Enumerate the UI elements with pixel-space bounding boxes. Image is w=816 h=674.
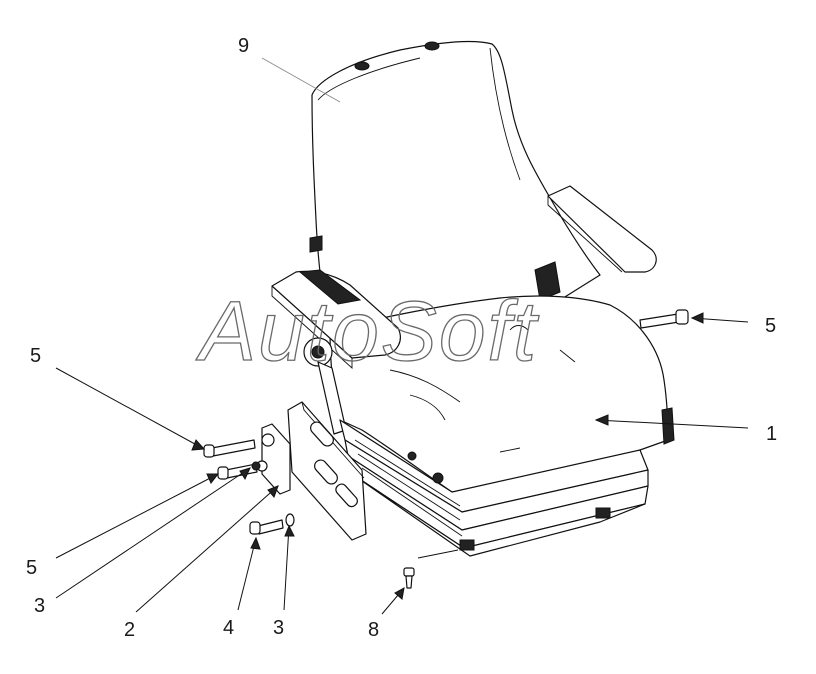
callout-9: 9 (238, 35, 249, 57)
callout-3-right: 3 (273, 617, 284, 639)
callout-1: 1 (766, 423, 777, 445)
callout-5-right: 5 (765, 315, 776, 337)
mounting-plate (256, 401, 367, 541)
bolt-5-right (639, 309, 689, 329)
callout-8: 8 (368, 619, 379, 641)
fasteners (203, 309, 689, 589)
left-armrest (271, 269, 401, 435)
leader-lines (55, 57, 749, 615)
screw-8 (403, 567, 415, 589)
callout-labels: 9 5 1 5 5 3 2 4 3 8 (26, 35, 777, 641)
callout-2: 2 (124, 619, 135, 641)
right-armrest (534, 185, 657, 301)
seat-cushion (329, 295, 675, 493)
watermark: AutoSoft (195, 284, 540, 378)
callout-5-lower-left: 5 (26, 557, 37, 579)
washer-3 (285, 513, 295, 527)
bolt-5-upper-left (203, 439, 256, 458)
callout-4: 4 (223, 617, 234, 639)
backrest (309, 40, 601, 331)
callout-3-left: 3 (34, 595, 45, 617)
arrow-heads (191, 312, 704, 600)
callout-5-upper-left: 5 (30, 345, 41, 367)
bolt-4 (249, 519, 284, 535)
